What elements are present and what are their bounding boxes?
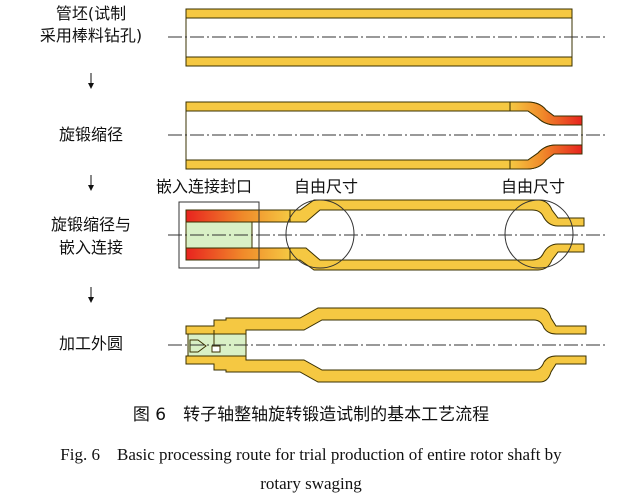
tube-blank-top-wall (185, 8, 573, 19)
stage-label-swage-join-line1: 旋锻缩径与 (50, 215, 132, 234)
stage-label-blank-line1: 管坯(试制 (55, 4, 127, 23)
stage-label-blank-line2: 采用棒料钻孔) (39, 26, 143, 45)
stage-1-tube-blank (168, 8, 605, 67)
stage-label-swage-reduce: 旋锻缩径 (58, 125, 124, 144)
machined-insert-thread (189, 339, 207, 353)
machined-shaft-top-wall (185, 307, 587, 335)
joint-red-top (185, 209, 291, 223)
annotation-free-size-left: 自由尺寸 (294, 177, 359, 196)
joint-red-bottom (185, 247, 291, 261)
process-arrow-1 (88, 73, 94, 89)
annotation-embed-seal: 嵌入连接封口 (156, 177, 253, 196)
stage-4-machined-shaft (168, 307, 605, 383)
free-size-circle-left (285, 199, 355, 269)
figure-caption-cn: 图 6 转子轴整轴旋转锻造试制的基本工艺流程 (132, 405, 490, 425)
figure-caption-en-line1: Fig. 6 Basic processing route for trial … (60, 445, 562, 464)
stage-label-machining: 加工外圆 (58, 334, 124, 353)
stage-label-swage-join-line2: 嵌入连接 (58, 238, 124, 257)
figure-caption-en-line2: rotary swaging (260, 474, 362, 493)
stage-2-swaged-reduction (168, 101, 605, 170)
reduced-tube-bottom-red (509, 144, 583, 170)
annotation-free-size-right: 自由尺寸 (501, 177, 566, 196)
machined-shaft-bottom-wall (185, 355, 587, 383)
machined-insert-pin (211, 345, 221, 353)
process-arrow-2 (88, 175, 94, 191)
tube-blank-bottom-wall (185, 56, 573, 67)
process-arrow-3 (88, 287, 94, 303)
stage-3-swaged-joint (168, 199, 605, 271)
reduced-tube-top-red (509, 101, 583, 126)
free-size-circle-right (504, 199, 574, 269)
